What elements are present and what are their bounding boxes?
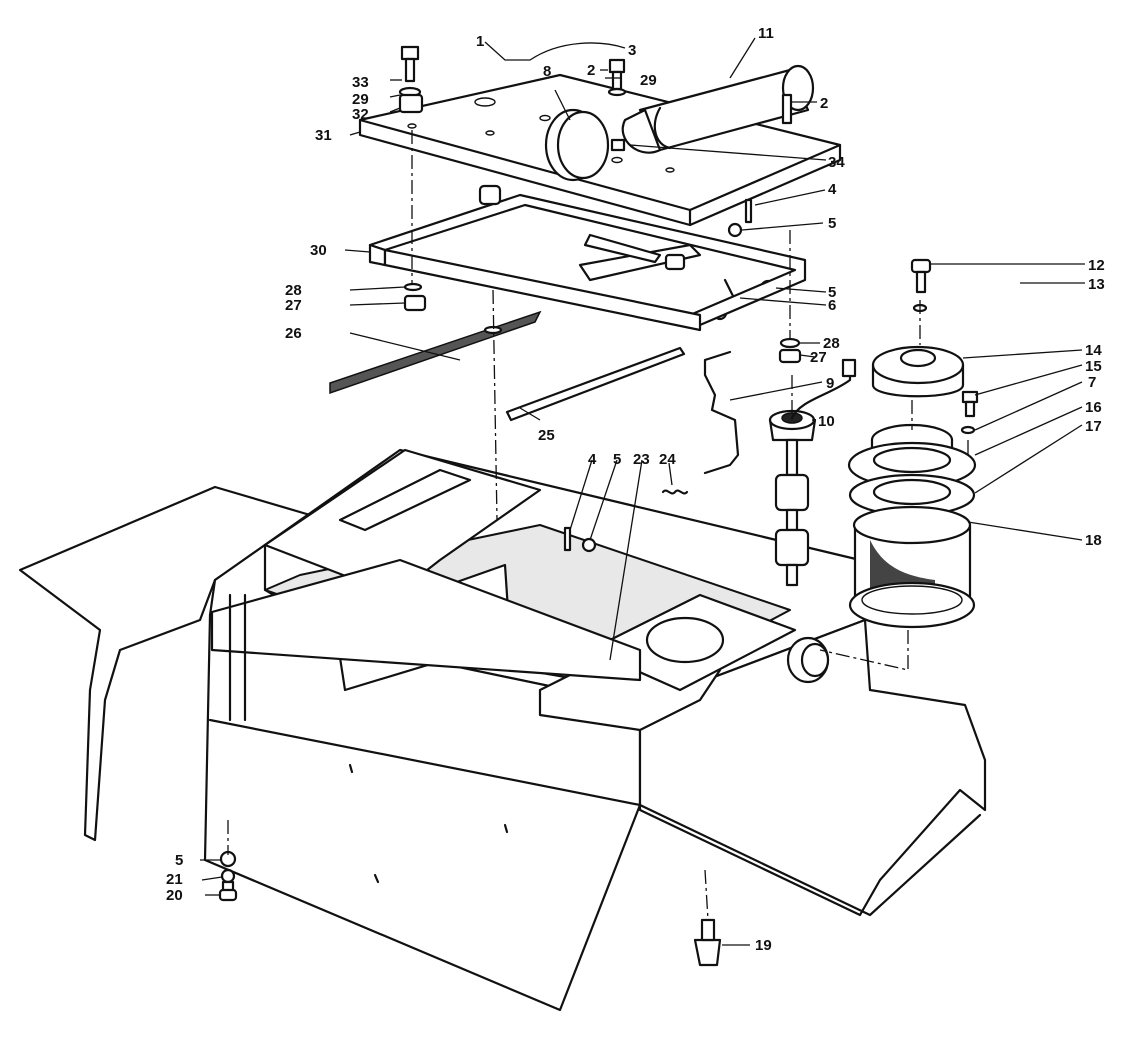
callout-11: 11 [758, 25, 774, 42]
rod-25 [505, 346, 686, 422]
callout-31: 31 [315, 127, 332, 144]
callout-27: 27 [285, 297, 302, 314]
callout-19: 19 [755, 937, 772, 954]
callout-25: 25 [538, 427, 555, 444]
callout-26: 26 [285, 325, 302, 342]
frame-30 [368, 184, 807, 332]
callout-6: 6 [828, 297, 836, 314]
callout-16: 16 [1085, 399, 1102, 416]
callout-10: 10 [818, 413, 835, 430]
link-rod-9 [703, 350, 740, 475]
callout-5: 5 [175, 852, 183, 869]
callout-17: 17 [1085, 418, 1102, 435]
callout-4: 4 [588, 451, 597, 468]
callout-4: 4 [828, 181, 837, 198]
callout-5: 5 [613, 451, 621, 468]
callout-13: 13 [1088, 276, 1105, 293]
callout-9: 9 [826, 375, 834, 392]
callout-8: 8 [543, 63, 551, 80]
callout-2: 2 [587, 62, 595, 79]
callout-32: 32 [352, 106, 369, 123]
callout-14: 14 [1085, 342, 1102, 359]
callout-18: 18 [1085, 532, 1102, 549]
callout-33: 33 [352, 74, 369, 91]
fuel-sender-10 [768, 358, 857, 587]
callout-labels: 1 2 2 3 4 4 5 5 5 5 6 7 8 9 10 11 12 13 … [166, 25, 1105, 954]
callout-5: 5 [828, 215, 836, 232]
callout-29: 29 [352, 91, 369, 108]
callout-15: 15 [1085, 358, 1102, 375]
callout-28: 28 [285, 282, 302, 299]
callout-1: 1 [476, 33, 484, 50]
callout-21: 21 [166, 871, 183, 888]
callout-27: 27 [810, 349, 827, 366]
callout-24: 24 [659, 451, 676, 468]
callout-34: 34 [828, 154, 845, 171]
callout-23: 23 [633, 451, 650, 468]
callout-12: 12 [1088, 257, 1105, 274]
callout-7: 7 [1088, 374, 1096, 391]
callout-29: 29 [640, 72, 657, 89]
center-lines [227, 130, 969, 921]
chassis-body [18, 448, 987, 1012]
callout-2: 2 [820, 95, 828, 112]
callout-28: 28 [823, 335, 840, 352]
callout-3: 3 [628, 42, 636, 59]
callout-5: 5 [828, 284, 836, 301]
callout-20: 20 [166, 887, 183, 904]
callout-30: 30 [310, 242, 327, 259]
tank-assembly [847, 345, 977, 629]
anti-slip-strip-26 [329, 310, 542, 395]
leader-lines [200, 37, 1085, 946]
